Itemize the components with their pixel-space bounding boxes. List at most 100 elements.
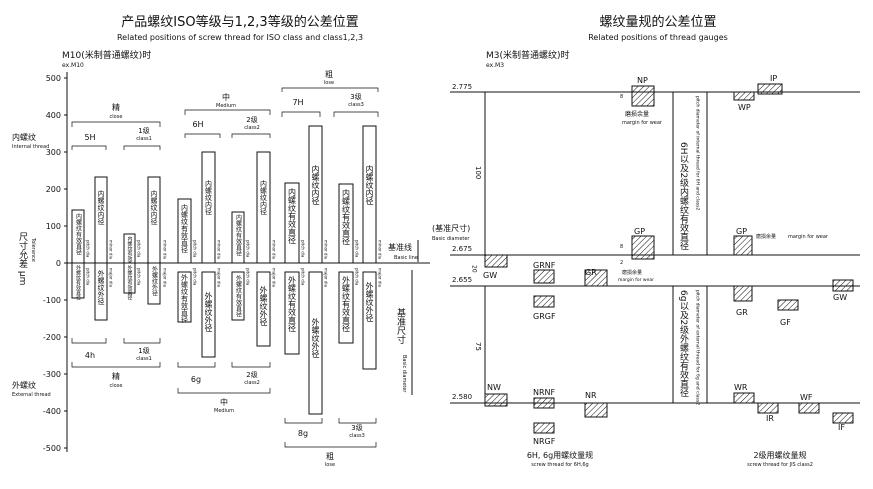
right-thread: M3(米制普通螺纹)时 [486, 49, 570, 61]
svg-text:外螺纹有效直径: 外螺纹有效直径 [181, 273, 189, 323]
gauge-gr-right: GR [733, 285, 753, 317]
left-thread-ex: ex.M10 [62, 62, 84, 69]
svg-text:class1: class1 [136, 136, 152, 142]
svg-text:6g: 6g [191, 375, 201, 384]
svg-text:minor dia: minor dia [324, 240, 329, 260]
svg-text:class2: class2 [244, 125, 260, 131]
svg-text:pitch dia: pitch dia [137, 268, 142, 286]
svg-text:IR: IR [766, 414, 774, 423]
svg-text:close: close [110, 383, 123, 389]
svg-text:-400: -400 [43, 407, 61, 416]
ext-pitch-band [672, 285, 708, 404]
svg-text:外螺纹外径: 外螺纹外径 [204, 291, 213, 332]
svg-text:minor dia: minor dia [217, 240, 222, 260]
svg-text:close: close [110, 114, 123, 120]
svg-text:内螺纹有效直径: 内螺纹有效直径 [127, 235, 133, 271]
basic-dia-label-en: Basic diameter [432, 236, 470, 242]
y-ticks: 500 400 300 200 100 0 -100 -200 -300 -40… [43, 74, 67, 453]
svg-text:NP: NP [637, 76, 648, 85]
external-label: 外螺纹 [12, 380, 36, 390]
svg-text:内螺纹内径: 内螺纹内径 [365, 164, 374, 205]
svg-text:margin for wear: margin for wear [788, 234, 829, 240]
svg-text:内螺纹内径: 内螺纹内径 [260, 179, 268, 215]
dim-20: 20 [471, 265, 478, 273]
svg-text:磨损余量: 磨损余量 [756, 233, 776, 240]
ext-c1-pitch: 外螺纹有效直径 [123, 262, 136, 300]
gauge-nrgf: NRGF [533, 422, 556, 446]
svg-text:3级: 3级 [351, 423, 362, 432]
svg-text:major dia: major dia [324, 268, 329, 287]
group-medium-bottom: 6g 2级 class2 中 Medium [177, 362, 271, 414]
int-pitch-band [672, 91, 708, 256]
dim-75: 75 [474, 342, 482, 351]
svg-text:粗: 粗 [325, 69, 333, 79]
int-c3-pitch: 内螺纹有效直径 [338, 183, 354, 264]
svg-text:NRNF: NRNF [533, 388, 556, 397]
svg-text:精: 精 [112, 371, 120, 381]
right-thread-ex: ex.M3 [486, 62, 504, 69]
svg-text:NR: NR [585, 391, 597, 400]
svg-text:外螺纹有效直径: 外螺纹有效直径 [75, 264, 81, 300]
svg-text:-100: -100 [43, 296, 61, 305]
int-pitch-note-en: pitch diameter of internal thread for 6H… [695, 96, 701, 210]
gauge-gr-left: GR [584, 268, 608, 287]
y-2775: 2.775 [452, 83, 472, 91]
group-close-top: 精 close 5H 1级 class1 [71, 102, 161, 150]
svg-text:pitch dia: pitch dia [301, 268, 306, 286]
svg-text:GP: GP [736, 227, 747, 236]
svg-text:内螺纹有效直径: 内螺纹有效直径 [75, 212, 82, 255]
internal-label-en: Internal thread [12, 144, 49, 150]
left-title-en: Related positions of screw thread for IS… [117, 33, 363, 42]
svg-text:pitch dia: pitch dia [86, 240, 91, 258]
svg-text:中: 中 [222, 92, 230, 102]
svg-text:lose: lose [325, 462, 335, 468]
svg-text:lose: lose [324, 80, 334, 86]
int-pitch-note: 6H以及2级内螺纹有效直径 [678, 142, 689, 250]
svg-text:pitch dia: pitch dia [355, 240, 360, 258]
group-medium-top: 中 Medium 6H 2级 class2 [184, 92, 271, 138]
svg-text:2: 2 [620, 260, 623, 266]
svg-text:class3: class3 [348, 102, 364, 108]
svg-text:200: 200 [46, 185, 61, 194]
group-close-bottom: 4h 1级 class1 精 close [71, 338, 161, 389]
svg-text:minor dia: minor dia [378, 240, 383, 260]
gauge-grgf: GRGF [533, 295, 556, 321]
svg-text:内螺纹内径: 内螺纹内径 [150, 189, 158, 225]
svg-text:major dia: major dia [217, 268, 222, 287]
group-coarse-bottom: 8g 3级 class3 粗 lose [284, 418, 377, 468]
gauge-2-caption-en: screw thread for JIS class2 [747, 462, 813, 468]
svg-text:5H: 5H [84, 133, 95, 142]
ext-pitch-note: 6g以及2级外螺纹有效直径 [678, 290, 689, 397]
svg-text:内螺纹有效直径: 内螺纹有效直径 [181, 203, 189, 253]
left-thread: M10(米制普通螺纹)时 [62, 49, 151, 61]
svg-text:GW: GW [833, 293, 847, 302]
svg-text:margin for wear: margin for wear [618, 277, 654, 283]
gauge-gf: GF [777, 299, 799, 327]
svg-text:WF: WF [800, 393, 813, 402]
gauge-wp: WP [733, 91, 755, 112]
svg-text:class2: class2 [244, 380, 260, 386]
svg-text:1级: 1级 [138, 126, 149, 135]
svg-text:400: 400 [46, 111, 61, 120]
internal-label: 内螺纹 [12, 132, 36, 142]
svg-text:0: 0 [56, 259, 61, 268]
svg-text:Medium: Medium [216, 103, 236, 109]
svg-text:100: 100 [46, 222, 61, 231]
svg-text:pitch dia: pitch dia [193, 268, 198, 286]
gauge-ip: IP [757, 74, 783, 95]
gauge-wr: WR [733, 383, 755, 404]
svg-text:minor dia: minor dia [109, 240, 114, 260]
svg-text:磨损余量: 磨损余量 [622, 269, 642, 276]
svg-text:pitch dia: pitch dia [246, 240, 251, 258]
basic-dia-label: (基准尺寸) [432, 223, 470, 233]
dia-labels: pitch dia minor dia pitch dia minor dia … [86, 240, 383, 287]
int-c2-minor: 内螺纹内径 [256, 151, 271, 264]
ext-4h-pitch: 外螺纹有效直径 [71, 262, 85, 300]
svg-text:内螺纹有效直径: 内螺纹有效直径 [235, 213, 242, 256]
svg-text:6H: 6H [192, 120, 203, 129]
ext-c3-pitch: 外螺纹有效直径 [338, 271, 354, 344]
svg-text:2级: 2级 [246, 115, 257, 124]
svg-text:粗: 粗 [326, 451, 334, 461]
svg-text:pitch dia: pitch dia [246, 268, 251, 286]
